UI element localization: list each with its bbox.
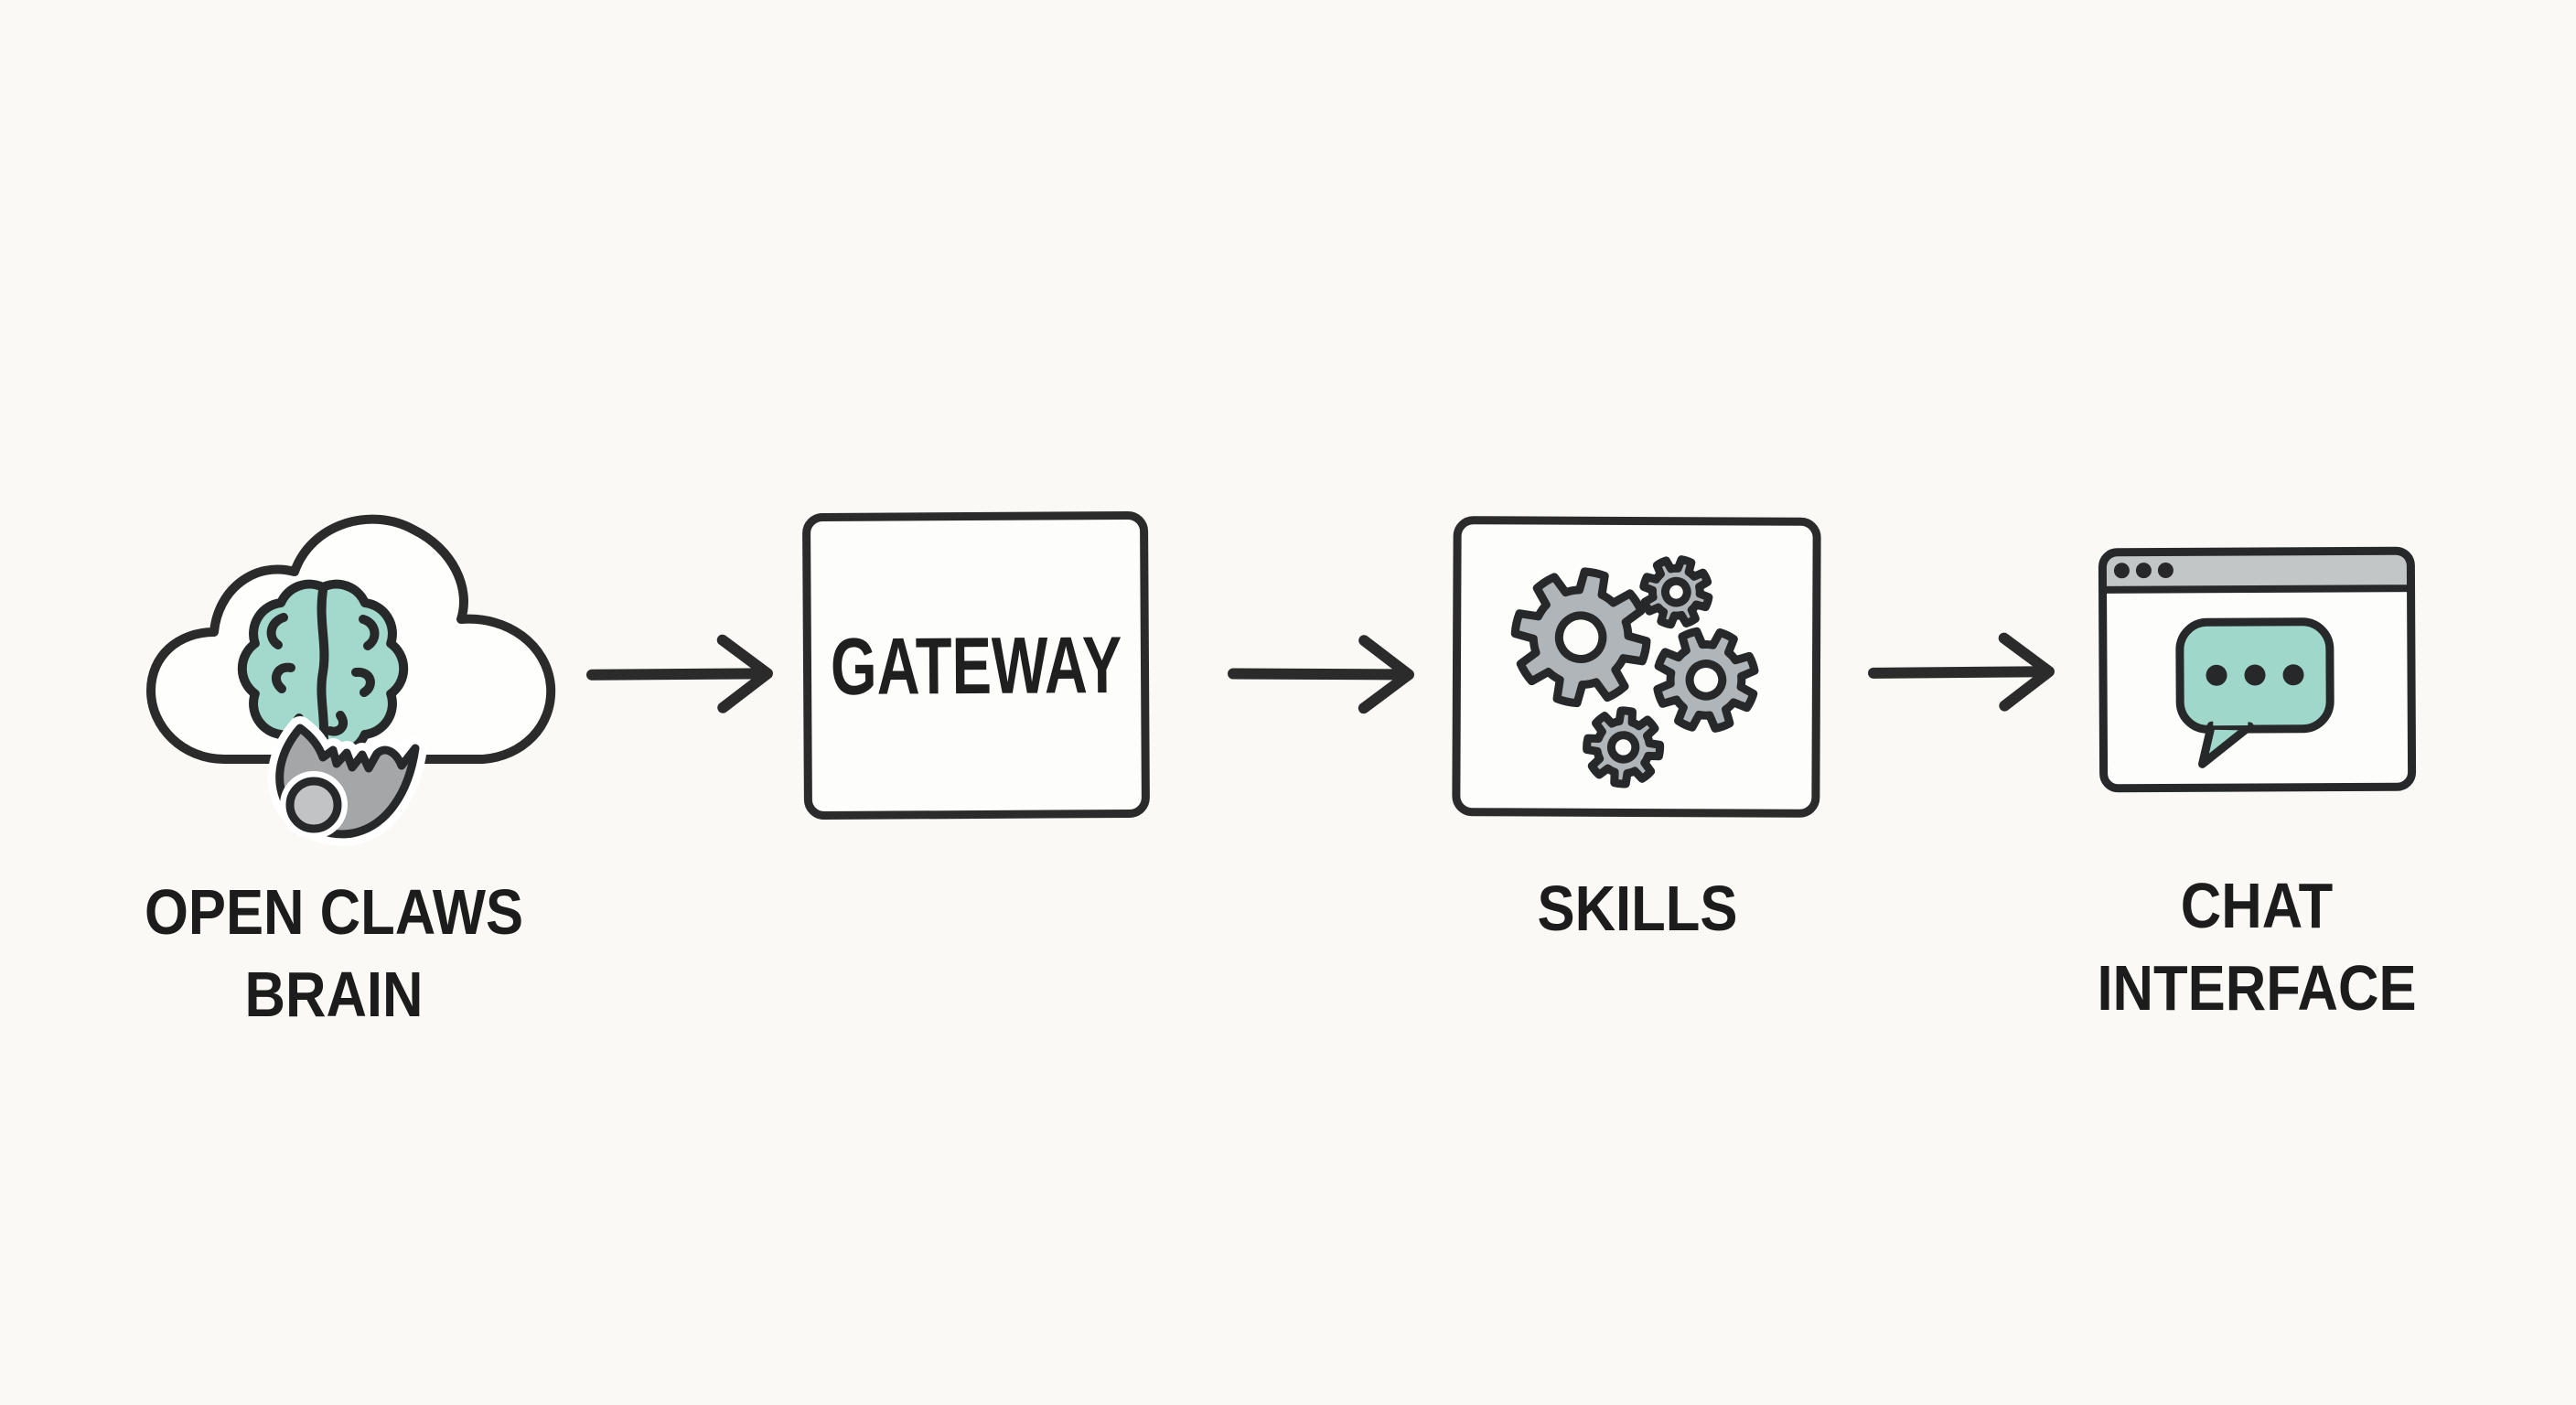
node-skills (1452, 516, 1821, 818)
label-line: OPEN CLAWS (144, 876, 524, 948)
arrow-right-icon (1228, 635, 1414, 714)
brain-icon (237, 579, 409, 758)
label-chat-interface: CHAT INTERFACE (2028, 864, 2485, 1029)
gear-large (1503, 559, 1659, 715)
label-line: CHAT (2180, 870, 2334, 941)
window-dots-icon (2113, 563, 2174, 579)
label-line: BRAIN (244, 959, 424, 1030)
arrow-right-icon (586, 634, 773, 713)
gears-icon (1452, 549, 1820, 789)
browser-chat-icon (2098, 546, 2417, 793)
typing-dots-icon (2206, 664, 2304, 686)
claw-icon (267, 716, 427, 846)
label-skills: SKILLS (1454, 867, 1821, 949)
claw-ball (285, 777, 342, 833)
label-open-claws-brain: OPEN CLAWS BRAIN (105, 871, 563, 1035)
gear-small-bottom (1582, 705, 1665, 789)
cloud-brain-claw-icon (146, 514, 556, 846)
gear-small-top (1633, 549, 1720, 636)
gear-medium (1640, 614, 1772, 745)
gateway-label: GATEWAY (830, 618, 1122, 712)
label-line: SKILLS (1537, 873, 1738, 944)
label-line: INTERFACE (2097, 952, 2417, 1024)
chat-bubble-icon (2175, 617, 2334, 768)
node-gateway: GATEWAY (801, 510, 1151, 820)
arrow-right-icon (1868, 632, 2055, 712)
